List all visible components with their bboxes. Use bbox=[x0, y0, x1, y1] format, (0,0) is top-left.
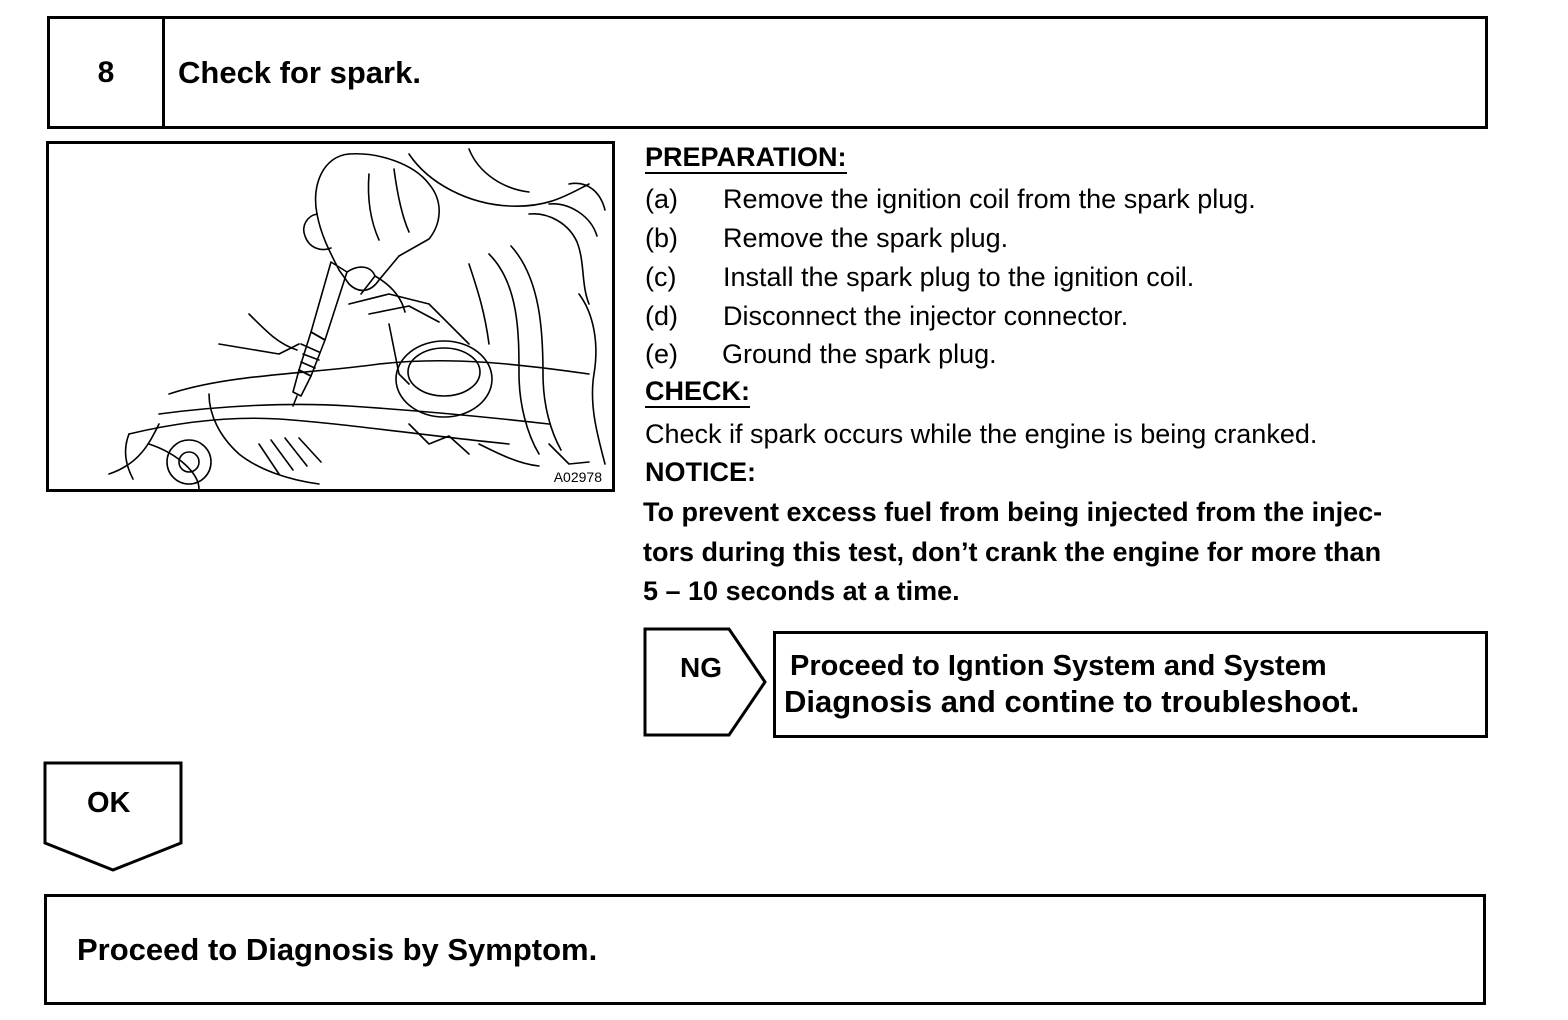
ok-label: OK bbox=[87, 787, 131, 819]
check-heading: CHECK: bbox=[645, 376, 750, 408]
step-number: 8 bbox=[50, 19, 165, 126]
ng-arrow-icon bbox=[643, 627, 767, 737]
prep-item-text: Install the spark plug to the ignition c… bbox=[723, 262, 1195, 292]
ng-result-box: Proceed to Igntion System and System Dia… bbox=[773, 631, 1488, 738]
prep-item-label: (b) bbox=[645, 223, 678, 253]
engine-drawing bbox=[108, 148, 606, 489]
prep-item-label: (e) bbox=[645, 339, 678, 369]
notice-line: To prevent excess fuel from being inject… bbox=[643, 497, 1383, 527]
prep-item-text: Remove the ignition coil from the spark … bbox=[723, 184, 1256, 214]
prep-item-text: Ground the spark plug. bbox=[722, 339, 997, 369]
step-title: Check for spark. bbox=[178, 54, 421, 90]
notice-heading: NOTICE: bbox=[645, 457, 756, 487]
ng-text-line1: Proceed to Igntion System and System bbox=[790, 650, 1327, 682]
prep-item-text: Disconnect the injector connector. bbox=[723, 301, 1129, 331]
ng-text-line2: Diagnosis and contine to troubleshoot. bbox=[784, 684, 1360, 719]
ok-arrow-icon bbox=[43, 761, 183, 872]
preparation-heading: PREPARATION: bbox=[645, 142, 847, 174]
figure-code: A02978 bbox=[551, 469, 604, 485]
ok-result-text: Proceed to Diagnosis by Symptom. bbox=[77, 931, 598, 967]
prep-item-text: Remove the spark plug. bbox=[723, 223, 1009, 253]
prep-item-label: (d) bbox=[645, 301, 678, 331]
step-header: 8 Check for spark. bbox=[47, 16, 1488, 129]
prep-item-label: (a) bbox=[645, 184, 678, 214]
notice-line: 5 – 10 seconds at a time. bbox=[643, 576, 960, 606]
check-text: Check if spark occurs while the engine i… bbox=[645, 419, 1318, 449]
spark-plug-illustration: A02978 bbox=[46, 141, 615, 492]
ok-result-box: Proceed to Diagnosis by Symptom. bbox=[44, 894, 1486, 1005]
notice-line: tors during this test, don’t crank the e… bbox=[643, 537, 1382, 567]
prep-item-label: (c) bbox=[645, 262, 677, 292]
ng-label: NG bbox=[680, 652, 722, 683]
